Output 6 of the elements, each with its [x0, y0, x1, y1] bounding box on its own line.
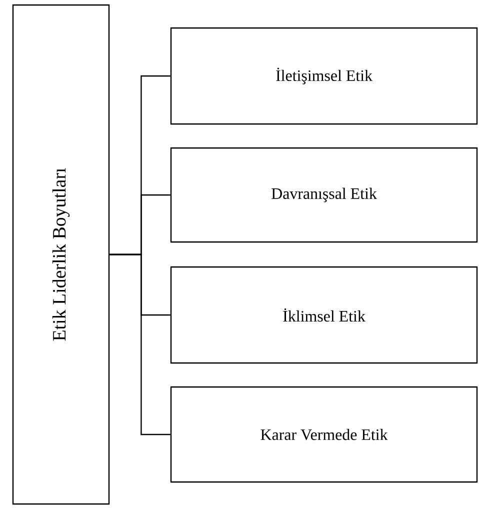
- title-box: Etik Liderlik Boyutları: [12, 4, 110, 505]
- dimension-box: Karar Vermede Etik: [170, 386, 478, 483]
- connector-line: [110, 254, 170, 436]
- dimension-box: İletişimsel Etik: [170, 27, 478, 125]
- dimension-box: İklimsel Etik: [170, 266, 478, 364]
- dimension-box: Davranışsal Etik: [170, 147, 478, 243]
